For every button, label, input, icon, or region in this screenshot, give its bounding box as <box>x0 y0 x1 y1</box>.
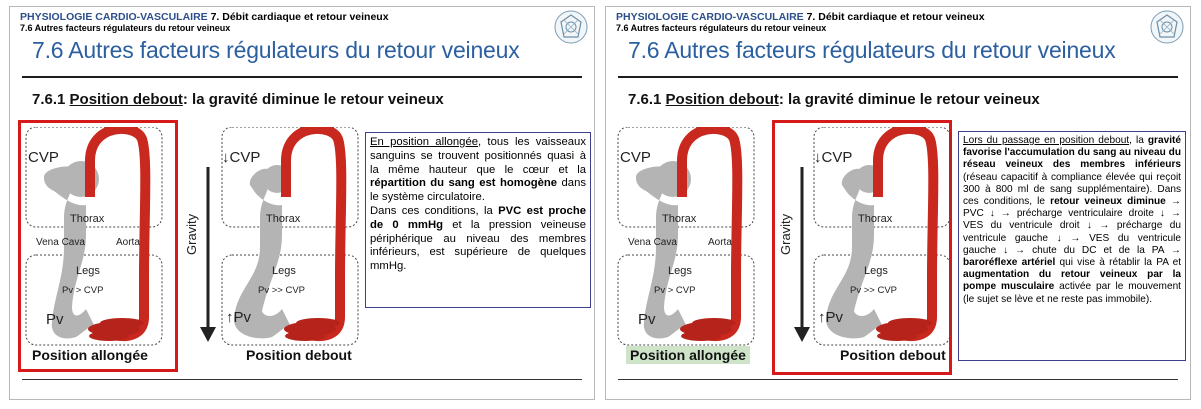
text-bold: retour veineux diminue <box>1050 196 1166 208</box>
pv-high-label: ↑Pv <box>226 309 252 326</box>
header-course: PHYSIOLOGIE CARDIO-VASCULAIRE <box>20 11 208 23</box>
text-segment: qui vise à rétablir la PA et <box>1055 257 1181 269</box>
text-bold: augmentation du retour veineux par la po… <box>963 269 1181 293</box>
footer-divider <box>618 379 1178 380</box>
slide-title: 7.6 Autres facteurs régulateurs du retou… <box>628 37 1116 63</box>
thorax-label: Thorax <box>70 213 105 225</box>
pv-gt-cvp-label: Pv > CVP <box>62 285 104 296</box>
highlight-frame <box>772 120 952 375</box>
label-lying: Position allongée <box>32 347 148 363</box>
title-divider <box>618 76 1178 78</box>
pv-label: Pv <box>638 311 656 328</box>
text-lying-ul: En position allongée <box>370 136 479 148</box>
text-bold: gravité favorise l'accumulation du sang … <box>963 135 1181 171</box>
subheading-rest: : la gravité diminue le retour veineux <box>182 91 444 108</box>
text-segment: Dans ces conditions, la <box>370 204 499 217</box>
vena-cava-label: Vena Cava <box>36 237 85 248</box>
slide-title: 7.6 Autres facteurs régulateurs du retou… <box>32 37 520 63</box>
subheading-rest: : la gravité diminue le retour veineux <box>778 91 1040 108</box>
header-section: 7.6 Autres facteurs régulateurs du retou… <box>20 23 231 33</box>
pv-gg-cvp-label: Pv >> CVP <box>850 285 897 296</box>
subheading-number: 7.6.1 <box>32 91 70 108</box>
cvp-low-label: ↓CVP <box>222 149 261 166</box>
explanation-p1: En position allongée, tous les vaisseaux… <box>370 136 586 205</box>
text-segment: activée par le mouvement (le sujet se lè… <box>963 281 1181 305</box>
vena-cava-label: Vena Cava <box>628 237 677 248</box>
header-section: 7.6 Autres facteurs régulateurs du retou… <box>616 23 827 33</box>
gravity-arrow-icon <box>794 167 810 342</box>
legs-label: Legs <box>272 265 296 277</box>
gravity-label: Gravity <box>778 213 793 255</box>
legs-label: Legs <box>76 265 100 277</box>
explanation-p2: Dans ces conditions, la PVC est proche d… <box>370 205 586 274</box>
label-lying-highlighted: Position allongée <box>626 346 750 364</box>
aorta-label: Aorta <box>708 237 732 248</box>
text-segment: , tous les vaisseaux sanguins se trouven… <box>370 136 586 176</box>
legs-label: Legs <box>864 265 888 277</box>
pv-high-label: ↑Pv <box>818 309 844 326</box>
text-bold: PVC est proche de 0 mmHg <box>370 204 587 231</box>
diagram-standing: ↓CVP Thorax Legs Pv >> CVP ↑Pv <box>220 127 360 359</box>
text-segment: (réseau capacitif à compliance élevée qu… <box>963 171 1181 208</box>
pv-gt-cvp-label: Pv > CVP <box>654 285 696 296</box>
subheading-number: 7.6.1 <box>628 91 666 108</box>
subheading: 7.6.1 Position debout: la gravité diminu… <box>628 91 1040 108</box>
subheading: 7.6.1 Position debout: la gravité diminu… <box>32 91 444 108</box>
slide-right: PHYSIOLOGIE CARDIO-VASCULAIRE 7. Débit c… <box>605 6 1191 400</box>
label-lying: Position allongée <box>626 346 750 364</box>
header-chapter: 7. Débit cardiaque et retour veineux <box>210 11 389 23</box>
university-logo-icon <box>1150 10 1184 44</box>
text-bold: répartition du sang est homogène <box>370 177 558 190</box>
cvp-label: CVP <box>28 149 59 166</box>
header-course: PHYSIOLOGIE CARDIO-VASCULAIRE <box>616 11 804 23</box>
text-standing-ul: Lors du passage en position debout <box>963 135 1130 146</box>
explanation-box: Lors du passage en position debout, la g… <box>958 131 1186 361</box>
text-segment: et la pression veineuse périphérique au … <box>370 218 586 273</box>
header-line-1: PHYSIOLOGIE CARDIO-VASCULAIRE 7. Débit c… <box>616 11 985 23</box>
aorta-label: Aorta <box>116 237 140 248</box>
diagram-lying: CVP Thorax Vena Cava Aorta Legs Pv > CVP… <box>24 127 164 359</box>
header-line-1: PHYSIOLOGIE CARDIO-VASCULAIRE 7. Débit c… <box>20 11 389 23</box>
legs-label: Legs <box>668 265 692 277</box>
explanation-box: En position allongée, tous les vaisseaux… <box>365 132 591 308</box>
diagram-lying: CVP Thorax Vena Cava Aorta Legs Pv > CVP… <box>616 127 756 359</box>
title-divider <box>22 76 582 78</box>
explanation-p1: Lors du passage en position debout, la g… <box>963 135 1181 306</box>
subheading-underlined: Position debout <box>69 91 183 108</box>
text-segment: → PVC ↓ → précharge ventriculaire droite… <box>963 196 1181 256</box>
cvp-low-label: ↓CVP <box>814 149 853 166</box>
diagram-standing: ↓CVP Thorax Legs Pv >> CVP ↑Pv <box>812 127 952 359</box>
gravity-label: Gravity <box>184 213 199 255</box>
thorax-label: Thorax <box>662 213 697 225</box>
header-chapter: 7. Débit cardiaque et retour veineux <box>806 11 985 23</box>
text-segment: , la <box>1129 135 1148 146</box>
university-logo-icon <box>554 10 588 44</box>
pv-gg-cvp-label: Pv >> CVP <box>258 285 305 296</box>
text-bold: baroréflexe artériel <box>963 257 1056 269</box>
highlight-frame <box>18 120 178 372</box>
footer-divider <box>22 379 582 380</box>
slide-left: PHYSIOLOGIE CARDIO-VASCULAIRE 7. Débit c… <box>9 6 595 400</box>
thorax-label: Thorax <box>858 213 893 225</box>
label-standing: Position debout <box>840 347 946 363</box>
text-segment: dans le système circulatoire. <box>370 177 586 204</box>
subheading-underlined: Position debout <box>665 91 779 108</box>
thorax-label: Thorax <box>266 213 301 225</box>
cvp-label: CVP <box>620 149 651 166</box>
gravity-arrow-icon <box>200 167 216 342</box>
label-standing: Position debout <box>246 347 352 363</box>
pv-label: Pv <box>46 311 64 328</box>
